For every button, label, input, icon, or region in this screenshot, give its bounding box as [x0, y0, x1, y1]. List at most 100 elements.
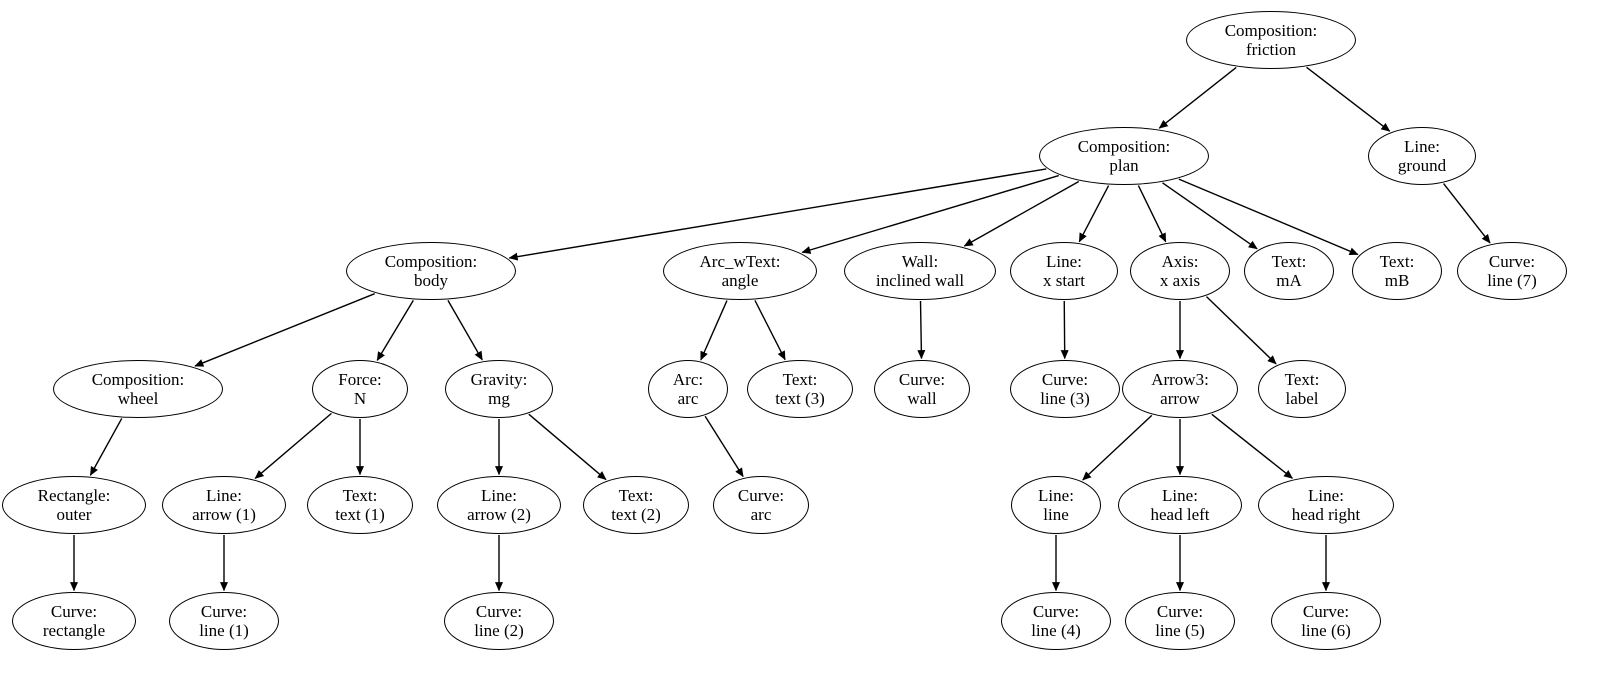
- graph-node-gravity[interactable]: Gravity:mg: [445, 360, 553, 418]
- node-type-label: Arrow3:: [1151, 369, 1209, 389]
- graph-edge-arc-to-curvearc: [704, 415, 744, 478]
- graph-edge-xaxis-to-label: [1206, 296, 1277, 365]
- node-type-label: Rectangle:: [37, 485, 111, 505]
- graph-node-ground[interactable]: Line:ground: [1368, 127, 1476, 185]
- node-name-label: body: [414, 271, 448, 290]
- node-type-label: Curve:: [1488, 251, 1536, 271]
- node-name-label: line (7): [1487, 271, 1537, 290]
- graph-node-xaxis[interactable]: Axis:x axis: [1130, 242, 1230, 300]
- graph-node-text2[interactable]: Text:text (2): [583, 476, 689, 534]
- graph-node-lineline[interactable]: Line:line: [1011, 476, 1101, 534]
- node-name-label: inclined wall: [875, 271, 965, 290]
- node-type-label: Curve:: [50, 601, 98, 621]
- graph-node-line4[interactable]: Curve:line (4): [1001, 592, 1111, 650]
- graph-node-line6[interactable]: Curve:line (6): [1271, 592, 1381, 650]
- graph-edge-plan-to-xaxis: [1137, 185, 1167, 243]
- node-name-label: x start: [1042, 271, 1086, 290]
- graph-node-rectouter[interactable]: Rectangle:outer: [2, 476, 146, 534]
- node-name-label: line: [1043, 505, 1069, 524]
- graph-node-curvearc[interactable]: Curve:arc: [713, 476, 809, 534]
- graph-node-angle[interactable]: Arc_wText:angle: [663, 242, 817, 300]
- node-type-label: Line:: [1038, 485, 1074, 505]
- node-name-label: arrow: [1160, 389, 1200, 408]
- graph-node-line3[interactable]: Curve:line (3): [1010, 360, 1120, 418]
- node-type-label: Curve:: [1041, 369, 1089, 389]
- node-type-label: Arc_wText:: [699, 251, 781, 271]
- graph-node-body[interactable]: Composition:body: [346, 242, 516, 300]
- graph-edge-body-to-wheel: [194, 293, 375, 367]
- node-name-label: text (2): [611, 505, 661, 524]
- graph-node-line5[interactable]: Curve:line (5): [1125, 592, 1235, 650]
- graph-node-wheel[interactable]: Composition:wheel: [53, 360, 223, 418]
- graph-node-plan[interactable]: Composition:plan: [1039, 127, 1209, 185]
- node-name-label: line (6): [1301, 621, 1351, 640]
- node-name-label: ground: [1397, 156, 1447, 175]
- graph-node-xstart[interactable]: Line:x start: [1010, 242, 1118, 300]
- graph-node-arc[interactable]: Arc:arc: [648, 360, 728, 418]
- graph-edge-angle-to-arc: [700, 300, 728, 361]
- graph-edge-arrow3-to-lineline: [1082, 414, 1153, 481]
- graph-edge-body-to-gravity: [447, 300, 483, 361]
- graph-node-friction[interactable]: Composition:friction: [1186, 11, 1356, 69]
- graph-edge-friction-to-plan: [1158, 66, 1237, 129]
- node-name-label: wheel: [117, 389, 159, 408]
- node-type-label: Text:: [342, 485, 378, 505]
- node-type-label: Curve:: [737, 485, 785, 505]
- node-name-label: arc: [677, 389, 699, 408]
- graph-node-headleft[interactable]: Line:head left: [1118, 476, 1242, 534]
- graph-node-line2[interactable]: Curve:line (2): [444, 592, 554, 650]
- graph-node-text1[interactable]: Text:text (1): [307, 476, 413, 534]
- graph-node-curvewall[interactable]: Curve:wall: [874, 360, 970, 418]
- graph-edge-plan-to-xstart: [1078, 185, 1110, 243]
- node-type-label: Composition:: [1077, 136, 1171, 156]
- node-name-label: wall: [907, 389, 937, 408]
- node-name-label: line (3): [1040, 389, 1090, 408]
- graph-edge-wall-to-curvewall: [917, 300, 926, 360]
- graph-edge-ground-to-line7: [1443, 183, 1491, 244]
- graph-node-label[interactable]: Text:label: [1258, 360, 1346, 418]
- graph-node-arrow1[interactable]: Line:arrow (1): [162, 476, 286, 534]
- graph-edge-plan-to-body: [508, 168, 1047, 261]
- graph-node-wall[interactable]: Wall:inclined wall: [844, 242, 996, 300]
- graph-edge-plan-to-wall: [963, 180, 1080, 247]
- graph-node-arrow3[interactable]: Arrow3:arrow: [1122, 360, 1238, 418]
- node-type-label: Gravity:: [470, 369, 528, 389]
- graph-edge-friction-to-ground: [1306, 66, 1391, 132]
- graph-edge-angle-to-text3: [754, 300, 786, 361]
- node-name-label: plan: [1109, 156, 1139, 175]
- graph-node-headright[interactable]: Line:head right: [1258, 476, 1394, 534]
- node-type-label: Line:: [1308, 485, 1344, 505]
- node-name-label: mg: [488, 389, 510, 408]
- node-type-label: Text:: [782, 369, 818, 389]
- node-name-label: mB: [1384, 271, 1410, 290]
- node-name-label: arrow (1): [192, 505, 256, 524]
- graph-node-mA[interactable]: Text:mA: [1244, 242, 1334, 300]
- node-name-label: rectangle: [42, 621, 106, 640]
- graph-edge-body-to-forceN: [376, 299, 414, 362]
- node-type-label: Composition:: [384, 251, 478, 271]
- node-name-label: head right: [1291, 505, 1361, 524]
- node-type-label: Force:: [338, 369, 382, 389]
- graph-node-arrow2[interactable]: Line:arrow (2): [437, 476, 561, 534]
- node-type-label: Composition:: [1224, 20, 1318, 40]
- node-name-label: N: [353, 389, 367, 408]
- node-type-label: Line:: [206, 485, 242, 505]
- node-type-label: Text:: [1379, 251, 1415, 271]
- node-name-label: text (1): [335, 505, 385, 524]
- graph-node-curverect[interactable]: Curve:rectangle: [12, 592, 136, 650]
- graph-node-mB[interactable]: Text:mB: [1352, 242, 1442, 300]
- graph-node-line1[interactable]: Curve:line (1): [169, 592, 279, 650]
- node-name-label: arc: [750, 505, 772, 524]
- node-name-label: line (4): [1031, 621, 1081, 640]
- graph-node-text3[interactable]: Text:text (3): [747, 360, 853, 418]
- node-type-label: Curve:: [475, 601, 523, 621]
- graph-node-line7[interactable]: Curve:line (7): [1457, 242, 1567, 300]
- node-name-label: mA: [1276, 271, 1302, 290]
- graph-node-forceN[interactable]: Force:N: [312, 360, 408, 418]
- node-type-label: Text:: [1284, 369, 1320, 389]
- node-name-label: head left: [1150, 505, 1210, 524]
- node-type-label: Curve:: [1032, 601, 1080, 621]
- graph-edge-plan-to-mB: [1178, 178, 1359, 256]
